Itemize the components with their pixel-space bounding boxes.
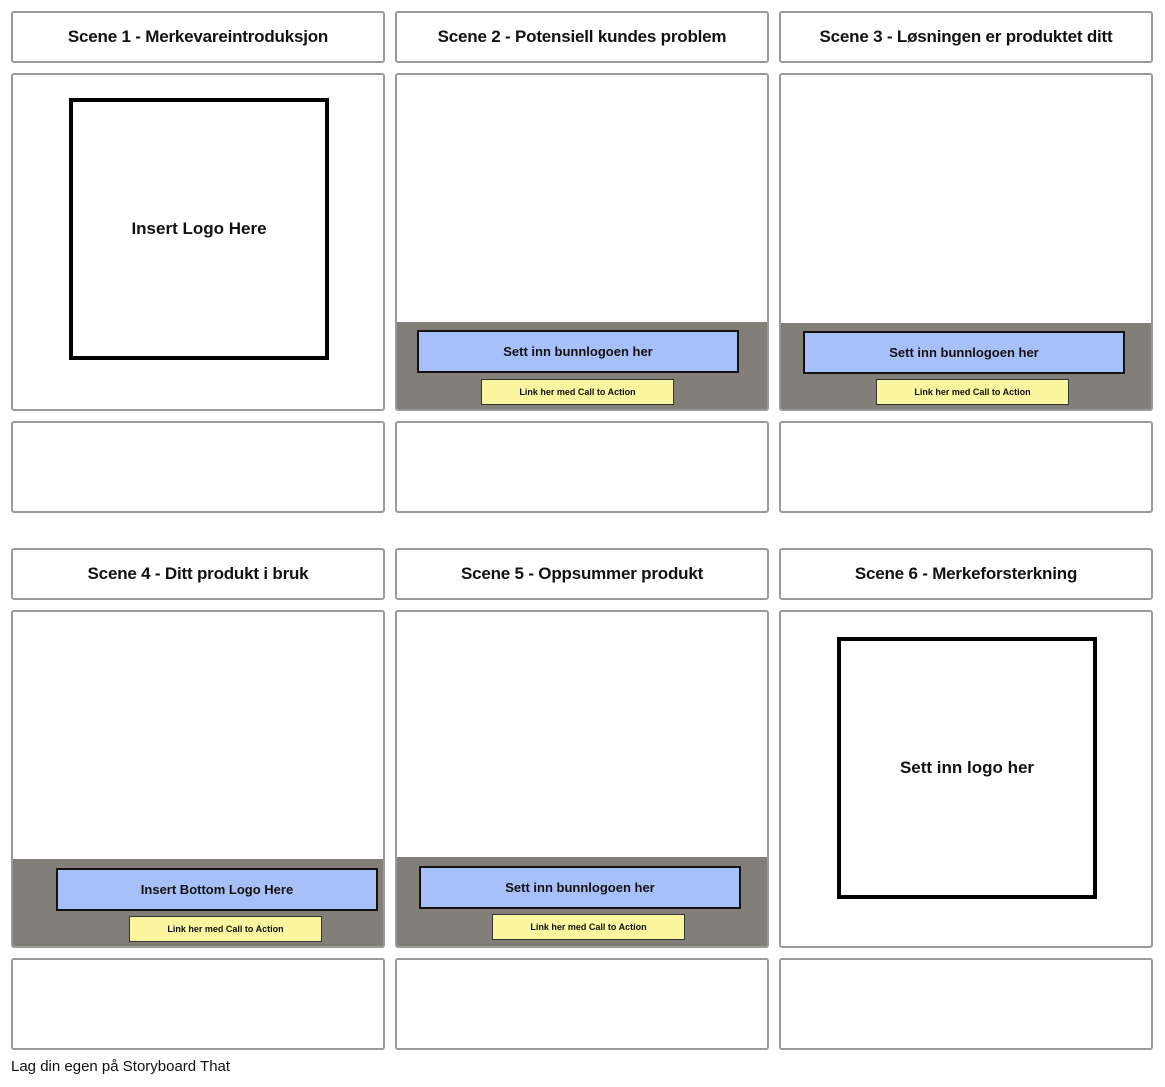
scene-4-bottom-logo[interactable]: Insert Bottom Logo Here xyxy=(56,868,378,911)
scene-3-bottom-logo-text: Sett inn bunnlogoen her xyxy=(889,345,1039,360)
scene-5-cta-link[interactable]: Link her med Call to Action xyxy=(492,914,685,940)
scene-6-cell[interactable]: Sett inn logo her xyxy=(779,610,1153,948)
scene-4-title[interactable]: Scene 4 - Ditt produkt i bruk xyxy=(11,548,385,600)
scene-6-caption[interactable] xyxy=(779,958,1153,1050)
scene-2-cta-text: Link her med Call to Action xyxy=(519,387,636,397)
scene-1-logo-text: Insert Logo Here xyxy=(131,219,267,238)
scene-3-bottom-logo[interactable]: Sett inn bunnlogoen her xyxy=(803,331,1125,374)
scene-2-cell[interactable]: Sett inn bunnlogoen her Link her med Cal… xyxy=(395,73,769,411)
scene-2-title[interactable]: Scene 2 - Potensiell kundes problem xyxy=(395,11,769,63)
scene-6-title-text: Scene 6 - Merkeforsterkning xyxy=(854,564,1078,583)
scene-4-cell[interactable]: Insert Bottom Logo Here Link her med Cal… xyxy=(11,610,385,948)
scene-3-title-text: Scene 3 - Løsningen er produktet ditt xyxy=(819,27,1113,46)
scene-5-bottom-logo-text: Sett inn bunnlogoen her xyxy=(505,880,655,895)
scene-3-cell[interactable]: Sett inn bunnlogoen her Link her med Cal… xyxy=(779,73,1153,411)
scene-1-title-text: Scene 1 - Merkevareintroduksjon xyxy=(67,27,329,46)
scene-1-caption[interactable] xyxy=(11,421,385,513)
scene-4-cta-text: Link her med Call to Action xyxy=(167,924,284,934)
footer-link[interactable]: Lag din egen på Storyboard That xyxy=(11,1058,231,1075)
scene-5-caption[interactable] xyxy=(395,958,769,1050)
scene-4-cta-link[interactable]: Link her med Call to Action xyxy=(129,916,322,942)
scene-1-cell[interactable]: Insert Logo Here xyxy=(11,73,385,411)
scene-3-cta-text: Link her med Call to Action xyxy=(914,387,1031,397)
scene-4-bottom-logo-text: Insert Bottom Logo Here xyxy=(140,882,294,897)
scene-2-bottom-logo-text: Sett inn bunnlogoen her xyxy=(503,344,653,359)
scene-5-cell[interactable]: Sett inn bunnlogoen her Link her med Cal… xyxy=(395,610,769,948)
scene-2-title-text: Scene 2 - Potensiell kundes problem xyxy=(437,27,727,46)
scene-6-title[interactable]: Scene 6 - Merkeforsterkning xyxy=(779,548,1153,600)
scene-5-title[interactable]: Scene 5 - Oppsummer produkt xyxy=(395,548,769,600)
scene-6-logo-placeholder[interactable]: Sett inn logo her xyxy=(837,637,1097,899)
scene-4-caption[interactable] xyxy=(11,958,385,1050)
scene-5-title-text: Scene 5 - Oppsummer produkt xyxy=(460,564,704,583)
scene-2-caption[interactable] xyxy=(395,421,769,513)
scene-5-bottom-logo[interactable]: Sett inn bunnlogoen her xyxy=(419,866,741,909)
scene-2-cta-link[interactable]: Link her med Call to Action xyxy=(481,379,674,405)
scene-5-cta-text: Link her med Call to Action xyxy=(530,922,647,932)
scene-1-title[interactable]: Scene 1 - Merkevareintroduksjon xyxy=(11,11,385,63)
scene-3-cta-link[interactable]: Link her med Call to Action xyxy=(876,379,1069,405)
scene-4-title-text: Scene 4 - Ditt produkt i bruk xyxy=(87,564,309,583)
scene-1-logo-placeholder[interactable]: Insert Logo Here xyxy=(69,98,329,360)
scene-2-bottom-logo[interactable]: Sett inn bunnlogoen her xyxy=(417,330,739,373)
scene-3-caption[interactable] xyxy=(779,421,1153,513)
scene-3-title[interactable]: Scene 3 - Løsningen er produktet ditt xyxy=(779,11,1153,63)
scene-6-logo-text: Sett inn logo her xyxy=(899,758,1035,777)
